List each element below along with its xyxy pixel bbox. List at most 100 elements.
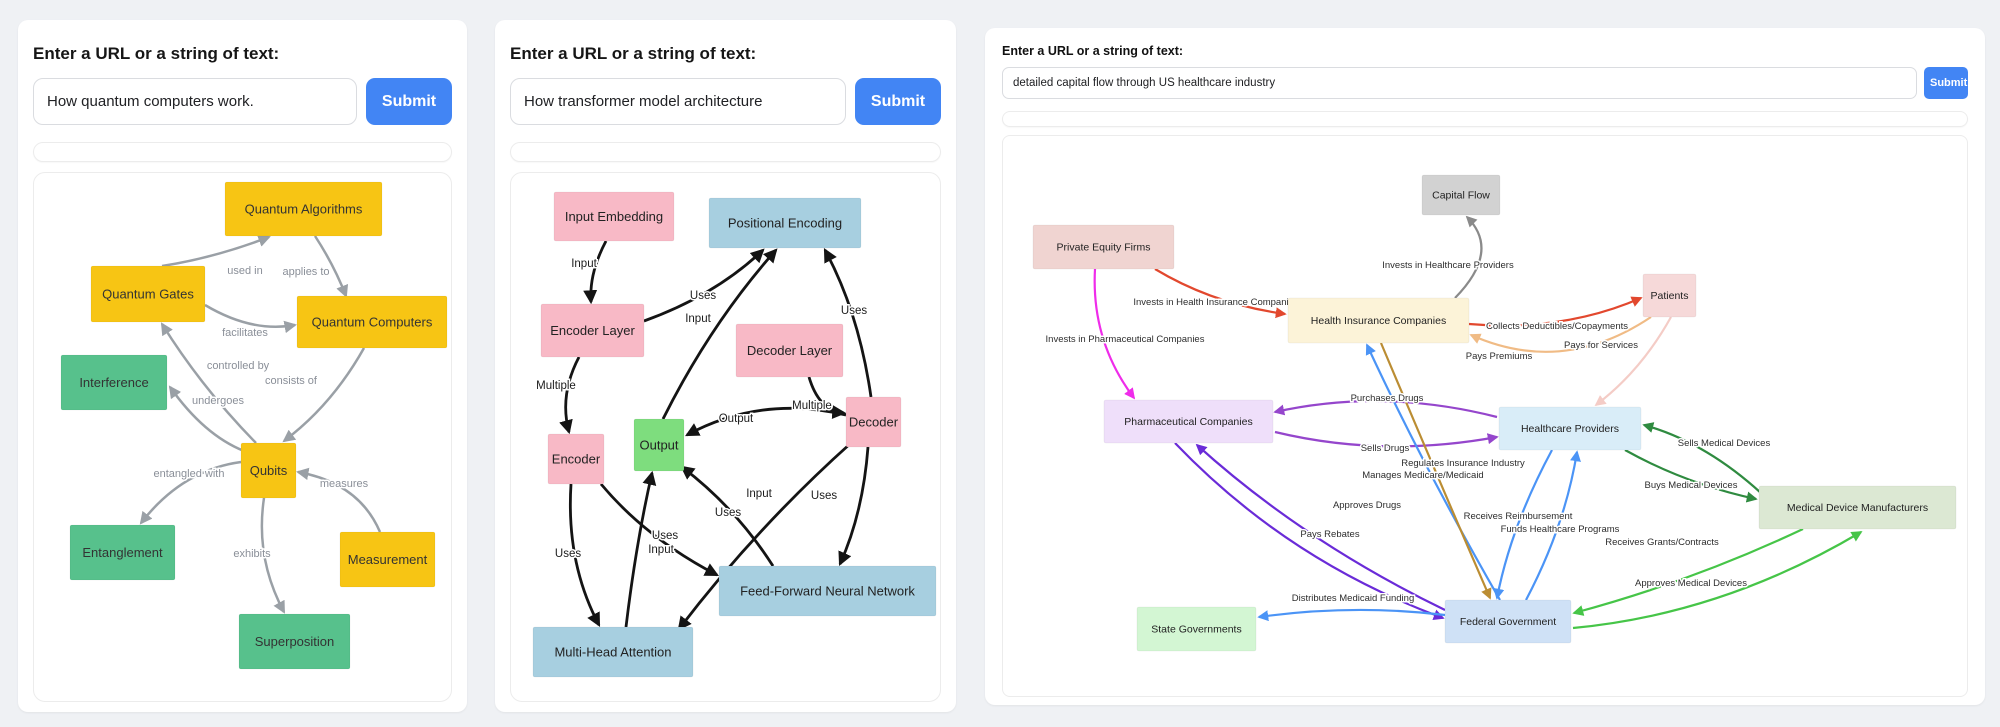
node-box[interactable] [60,354,168,411]
graph-edge-quantum-gates-quantum-algorithms [161,234,271,268]
submit-button[interactable]: Submit [1924,67,1968,99]
edge-label: Uses [652,530,678,542]
edge-label: used in [227,265,262,277]
graph-node-federal-government[interactable]: Federal Government [1444,599,1572,644]
graph-node-decoder-layer[interactable]: Decoder Layer [735,323,844,378]
graph-node-decoder[interactable]: Decoder [845,396,902,448]
graph-node-encoder[interactable]: Encoder [547,433,605,485]
node-box[interactable] [1758,485,1957,530]
node-label: Patients [1651,290,1689,302]
graph-node-healthcare-providers[interactable]: Healthcare Providers [1498,406,1642,451]
node-box[interactable] [1421,174,1501,216]
node-box[interactable] [1103,399,1274,444]
node-box[interactable] [1642,273,1697,318]
edge-label: Invests in Health Insurance Companies [1133,297,1299,308]
graph-edge-federal-government-state-governments [1257,608,1446,622]
graph-node-private-equity-firms[interactable]: Private Equity Firms [1032,224,1175,270]
edge-label: Pays Rebates [1300,529,1359,540]
graph-edge-health-insurance-companies-federal-government [1379,342,1492,600]
graph-node-interference[interactable]: Interference [60,354,168,411]
graph-node-quantum-gates[interactable]: Quantum Gates [90,265,206,323]
graph-node-positional-encoding[interactable]: Positional Encoding [708,197,862,249]
graph-node-measurement[interactable]: Measurement [339,531,436,588]
graph-edge-encoder-layer-encoder [559,356,581,435]
graph-node-quantum-computers[interactable]: Quantum Computers [296,295,448,349]
graph-edge-qubits-interference [168,385,245,453]
node-box[interactable] [339,531,436,588]
graph-node-superposition[interactable]: Superposition [238,613,351,670]
graph-canvas[interactable]: InputUsesInputUsesMultipleMultipleOutput… [511,173,940,701]
graph-node-output[interactable]: Output [633,418,685,472]
graph-edge-healthcare-providers-pharmaceutical-companies [1273,400,1498,419]
graph-edge-encoder-ffnn [599,483,719,577]
submit-button[interactable]: Submit [366,78,452,125]
node-box[interactable] [553,191,675,242]
graph-node-ffnn[interactable]: Feed-Forward Neural Network [718,565,937,617]
graph-edge-private-equity-firms-health-insurance-companies [1154,268,1287,319]
node-box[interactable] [1498,406,1642,451]
edge-label: Sells Medical Devices [1678,438,1771,449]
graph-edge-decoder-positional-encoding [823,248,873,398]
node-box[interactable] [735,323,844,378]
graph-edge-quantum-gates-quantum-computers [204,303,297,334]
graph-edge-decoder-output [685,406,847,437]
text-input[interactable] [510,78,846,125]
edge-label: controlled by [207,360,270,372]
node-box[interactable] [708,197,862,249]
node-box[interactable] [1136,606,1257,652]
graph-edge-multi-head-attention-output [624,470,657,628]
node-box[interactable] [90,265,206,323]
node-box[interactable] [238,613,351,670]
edge-label: Buys Medical Devices [1645,480,1738,491]
graph-node-patients[interactable]: Patients [1642,273,1697,318]
graph-node-capital-flow[interactable]: Capital Flow [1421,174,1501,216]
panel-3: Enter a URL or a string of text: Submit … [985,28,1985,705]
graph-node-entanglement[interactable]: Entanglement [69,524,176,581]
edge-label: Invests in Pharmaceutical Companies [1046,334,1205,345]
input-label: Enter a URL or a string of text: [510,44,757,63]
node-label: Multi-Head Attention [554,645,671,660]
edge-label: Multiple [792,400,832,412]
node-box[interactable] [240,442,297,499]
node-box[interactable] [1444,599,1572,644]
edge-label: facilitates [222,327,268,339]
submit-button[interactable]: Submit [855,78,941,125]
node-label: Quantum Algorithms [245,202,363,217]
node-label: Positional Encoding [728,216,842,231]
edge-label: undergoes [192,395,244,407]
node-box[interactable] [296,295,448,349]
graph-edge-measurement-qubits [296,467,382,533]
edge-label: Approves Medical Devices [1635,578,1747,589]
text-input[interactable] [33,78,357,125]
node-box[interactable] [224,181,383,237]
node-box[interactable] [69,524,176,581]
graph-node-multi-head-attention[interactable]: Multi-Head Attention [532,626,694,678]
node-box[interactable] [540,303,645,358]
node-box[interactable] [1032,224,1175,270]
graph-node-state-governments[interactable]: State Governments [1136,606,1257,652]
graph-edge-federal-government-health-insurance-companies [1365,343,1501,601]
node-box[interactable] [633,418,685,472]
graph-node-input-embedding[interactable]: Input Embedding [553,191,675,242]
graph-node-quantum-algorithms[interactable]: Quantum Algorithms [224,181,383,237]
edge-label: Funds Healthcare Programs [1501,524,1620,535]
graph-node-medical-device-manufacturers[interactable]: Medical Device Manufacturers [1758,485,1957,530]
node-box[interactable] [845,396,902,448]
node-box[interactable] [532,626,694,678]
node-label: Feed-Forward Neural Network [740,584,915,599]
graph-node-health-insurance-companies[interactable]: Health Insurance Companies [1287,297,1470,344]
node-box[interactable] [718,565,937,617]
edge-label: consists of [265,375,318,387]
input-row: Submit [33,78,452,125]
graph-node-encoder-layer[interactable]: Encoder Layer [540,303,645,358]
graph-node-pharmaceutical-companies[interactable]: Pharmaceutical Companies [1103,399,1274,444]
graph-node-qubits[interactable]: Qubits [240,442,297,499]
edge-label: Receives Grants/Contracts [1605,537,1719,548]
text-input[interactable] [1002,67,1917,99]
node-box[interactable] [1287,297,1470,344]
graph-edge-federal-government-medical-device-manufacturers [1572,531,1863,630]
node-label: Private Equity Firms [1057,242,1151,254]
node-box[interactable] [547,433,605,485]
